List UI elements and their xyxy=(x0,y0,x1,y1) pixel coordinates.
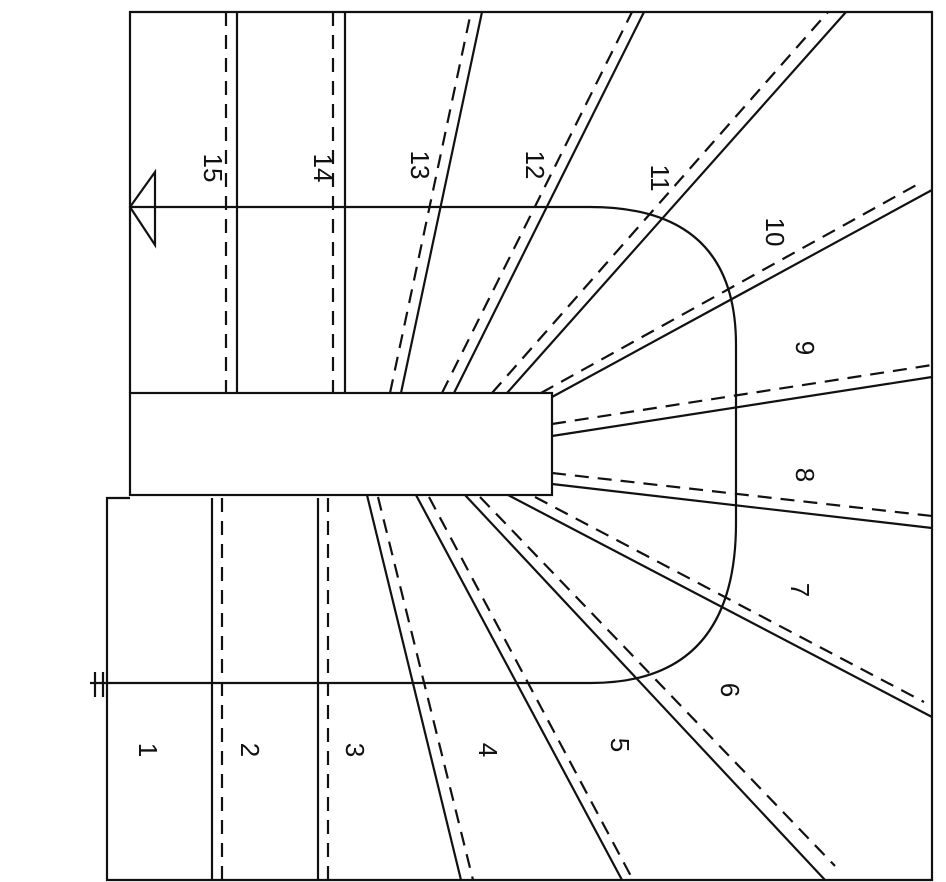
step-label: 11 xyxy=(645,165,675,192)
tread-edge-line xyxy=(551,189,933,398)
outer-walls xyxy=(105,10,934,882)
nosing-line xyxy=(441,11,633,394)
step-label: 5 xyxy=(605,738,635,752)
nosing-line xyxy=(551,363,933,426)
tread-edges xyxy=(210,11,933,881)
nosing-line xyxy=(376,496,475,881)
nosing-line xyxy=(551,471,933,518)
nosing-line xyxy=(491,11,829,394)
step-label: 13 xyxy=(405,151,435,180)
tread-edge-line xyxy=(551,375,933,438)
step-label: 12 xyxy=(520,151,550,180)
step-label: 4 xyxy=(473,743,503,757)
tread-edge-line xyxy=(365,494,463,881)
step-label: 9 xyxy=(790,341,820,355)
tread-edge-line xyxy=(507,494,933,718)
outer-wall xyxy=(105,10,934,882)
newel-wall xyxy=(128,391,554,497)
nosing-line xyxy=(540,182,921,394)
walking-line-path xyxy=(90,205,738,685)
tread-edge-line xyxy=(453,11,645,394)
step-label: 6 xyxy=(715,683,745,697)
step-label: 7 xyxy=(785,583,815,597)
arrow-head-icon xyxy=(128,168,157,249)
step-label: 14 xyxy=(308,154,338,183)
tread-edge-line xyxy=(399,11,484,394)
tread-edge-line xyxy=(551,482,933,530)
step-label: 1 xyxy=(133,743,163,757)
step-label: 15 xyxy=(198,154,228,183)
tread-edge-line xyxy=(415,494,623,881)
step-label: 8 xyxy=(790,468,820,482)
walking-line xyxy=(90,168,738,697)
nosing-line xyxy=(479,496,836,867)
tread-edge-line xyxy=(506,11,847,394)
step-label: 2 xyxy=(235,743,265,757)
step-label: 10 xyxy=(760,218,790,247)
step-label: 3 xyxy=(340,743,370,757)
nosing-lines xyxy=(220,11,933,881)
nosing-line xyxy=(388,11,473,394)
nosing-line xyxy=(534,496,925,703)
tread-edge-line xyxy=(464,494,826,881)
nosing-line xyxy=(428,496,634,881)
